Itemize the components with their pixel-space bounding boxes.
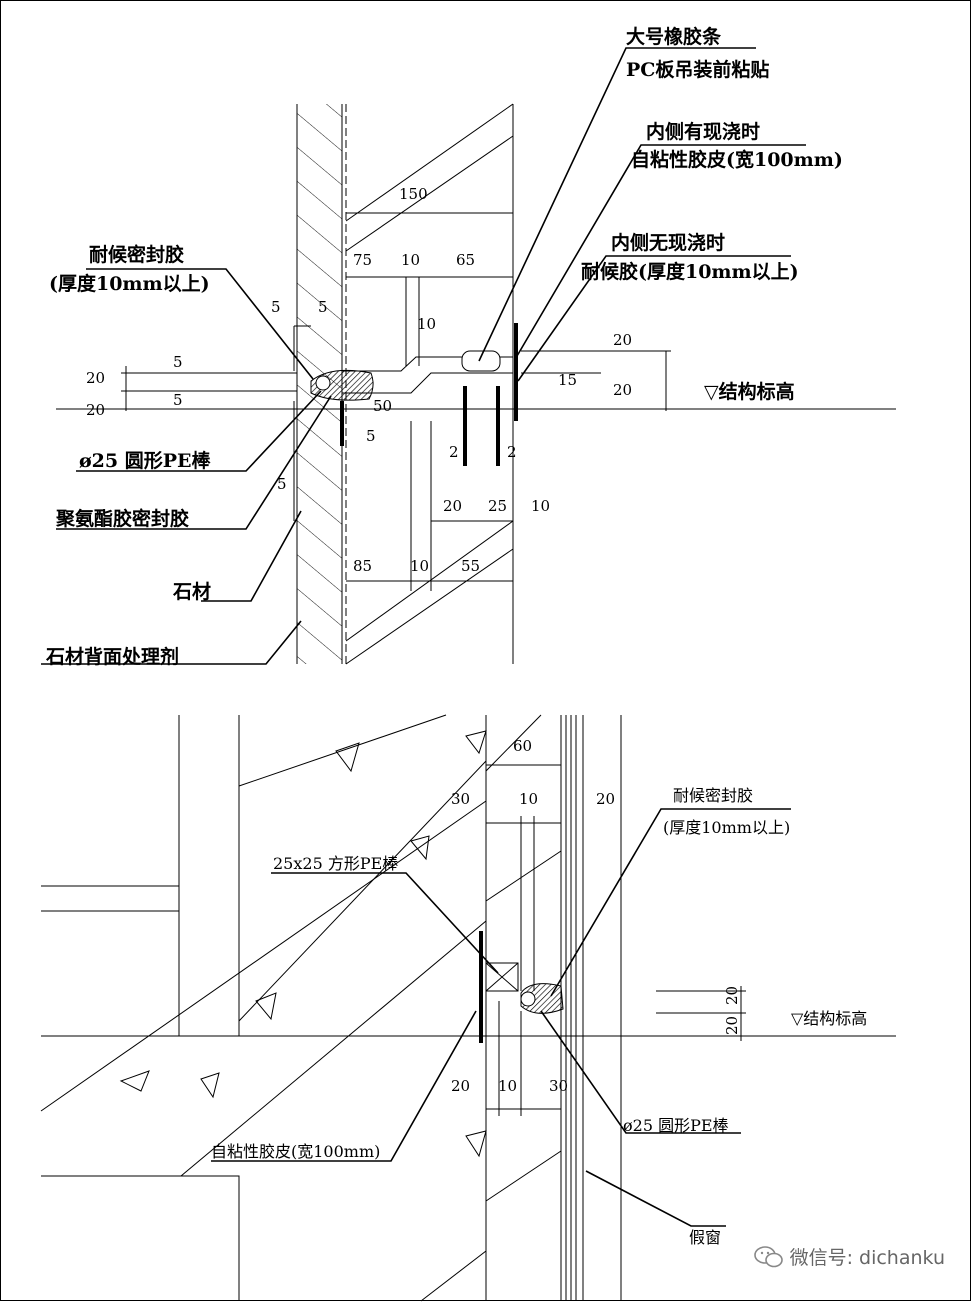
- label-inner-cast: 内侧有现浇时: [646, 120, 760, 143]
- dim-75: 75: [353, 251, 372, 269]
- weather-sealant-bead-bottom: [520, 983, 564, 1014]
- watermark-text: 微信号: dichanku: [789, 1247, 945, 1269]
- dim-15: 15: [558, 371, 577, 389]
- label-self-adhesive-top: 自粘性胶皮(宽100mm): [631, 148, 843, 171]
- dim-10c: 10: [531, 497, 550, 515]
- dim-20l: 20: [86, 369, 105, 387]
- dim-30t: 30: [451, 790, 470, 808]
- label-large-rubber-strip: 大号橡胶条: [626, 25, 722, 48]
- watermark: 微信号: dichanku: [753, 1243, 945, 1270]
- dim-10b-bottom: 10: [498, 1077, 517, 1095]
- label-weather-sealant-top: 耐候密封胶: [89, 243, 184, 266]
- dim-5c: 5: [173, 353, 183, 371]
- dim-5e: 5: [366, 427, 376, 445]
- dim-20b-bottom: 20: [451, 1077, 470, 1095]
- label-weather-sealant-10: 耐候胶(厚度10mm以上): [581, 260, 799, 283]
- dim-60: 60: [513, 737, 532, 755]
- dim-10d: 10: [410, 557, 429, 575]
- dim-25: 25: [488, 497, 507, 515]
- dim-150: 150: [399, 185, 428, 203]
- dim-20ra: 20: [723, 986, 741, 1005]
- label-pc-prebond: PC板吊装前粘贴: [626, 58, 769, 81]
- label-stone-back-agent: 石材背面处理剂: [45, 645, 179, 668]
- bottom-detail: 耐候密封胶 (厚度10mm以上) 25x25 方形PE棒 ▽结构标高 自粘性胶皮…: [40, 714, 896, 1302]
- dim-2a: 2: [449, 443, 459, 461]
- label-square-pe: 25x25 方形PE棒: [273, 854, 398, 873]
- large-rubber-strip: [461, 350, 501, 372]
- label-struct-level-bottom: ▽结构标高: [791, 1009, 867, 1028]
- label-stone: 石材: [172, 580, 211, 603]
- dim-2b: 2: [507, 443, 517, 461]
- label-pe-rod-bottom: ø25 圆形PE棒: [623, 1116, 729, 1135]
- wechat-icon: [753, 1245, 783, 1267]
- dim-5f: 5: [277, 475, 287, 493]
- dim-50: 50: [373, 397, 392, 415]
- dim-20l2: 20: [86, 401, 105, 419]
- pe-rod-bottom: [520, 991, 536, 1007]
- dim-20r: 20: [613, 331, 632, 349]
- label-thickness-top: (厚度10mm以上): [49, 272, 210, 295]
- dim-5d: 5: [173, 391, 183, 409]
- dim-5a: 5: [271, 298, 281, 316]
- label-inner-no-cast: 内侧无现浇时: [611, 231, 725, 254]
- label-thickness-bottom: (厚度10mm以上): [663, 818, 790, 837]
- label-pe-rod-top: ø25 圆形PE棒: [79, 449, 211, 472]
- label-fake-window: 假窗: [689, 1228, 721, 1247]
- pe-rod-top: [315, 375, 331, 391]
- dim-10t: 10: [519, 790, 538, 808]
- dim-10a: 10: [401, 251, 420, 269]
- dim-5b: 5: [318, 298, 328, 316]
- dim-20t: 20: [596, 790, 615, 808]
- dim-65: 65: [456, 251, 475, 269]
- dim-20b: 20: [443, 497, 462, 515]
- dim-20r2: 20: [613, 381, 632, 399]
- label-self-adhesive-bottom: 自粘性胶皮(宽100mm): [211, 1142, 380, 1161]
- dim-20rb: 20: [723, 1016, 741, 1035]
- dim-10b: 10: [417, 315, 436, 333]
- top-detail: 大号橡胶条 PC板吊装前粘贴 内侧有现浇时 自粘性胶皮(宽100mm) 内侧无现…: [41, 25, 896, 668]
- label-struct-level-top: ▽结构标高: [704, 380, 795, 403]
- dim-85: 85: [353, 557, 372, 575]
- dim-30b-bottom: 30: [549, 1077, 568, 1095]
- label-pu-sealant: 聚氨酯胶密封胶: [55, 507, 189, 530]
- dim-55: 55: [461, 557, 480, 575]
- label-weather-sealant-bottom: 耐候密封胶: [673, 786, 753, 805]
